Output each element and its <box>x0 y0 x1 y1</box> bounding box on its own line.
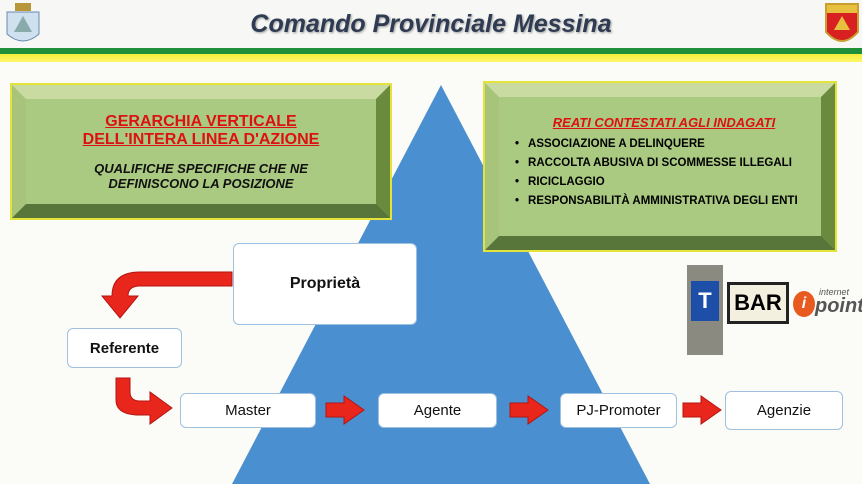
internet-point-icon: i <box>793 291 815 317</box>
left-title-1: GERARCHIA VERTICALE <box>105 113 297 130</box>
arrow-referente-master <box>115 377 173 425</box>
crimes-list: ASSOCIAZIONE A DELINQUERE RACCOLTA ABUSI… <box>515 138 813 207</box>
pyramid <box>232 85 650 484</box>
node-proprieta: Proprietà <box>233 243 417 325</box>
tabacchi-sign: T <box>687 265 723 355</box>
crimes-title: REATI CONTESTATI AGLI INDAGATI <box>552 115 776 130</box>
yellow-divider <box>0 54 862 62</box>
node-agente: Agente <box>378 393 497 428</box>
left-subtitle-2: DEFINISCONO LA POSIZIONE <box>108 176 294 191</box>
node-referente: Referente <box>67 328 182 368</box>
crest-icon <box>6 3 40 42</box>
node-pj-promoter: PJ-Promoter <box>560 393 677 428</box>
left-title-2: DELL'INTERA LINEA D'AZIONE <box>82 131 320 148</box>
page-title: Comando Provinciale Messina <box>250 10 612 38</box>
hierarchy-info-box: GERARCHIA VERTICALE DELL'INTERA LINEA D'… <box>10 83 392 220</box>
arrow-agente-promoter <box>509 395 549 425</box>
arrow-promoter-agenzie <box>682 395 722 425</box>
header <box>0 0 862 48</box>
venue-logos: T BAR i internet point <box>685 265 862 355</box>
node-agenzie: Agenzie <box>725 391 843 430</box>
crime-item: ASSOCIAZIONE A DELINQUERE <box>515 138 813 150</box>
crime-item: RICICLAGGIO <box>515 176 813 188</box>
node-master: Master <box>180 393 316 428</box>
bar-sign: BAR <box>727 282 789 324</box>
tabacchi-logo: T <box>691 281 719 321</box>
internet-label: internet <box>819 287 850 297</box>
arrow-proprieta-referente <box>100 271 233 319</box>
shield-icon <box>825 3 859 42</box>
left-subtitle-1: QUALIFICHE SPECIFICHE CHE NE <box>94 161 308 176</box>
green-divider <box>0 48 862 54</box>
crime-item: RACCOLTA ABUSIVA DI SCOMMESSE ILLEGALI <box>515 157 813 169</box>
crime-item: RESPONSABILITÀ AMMINISTRATIVA DEGLI ENTI <box>515 195 813 207</box>
point-label: point <box>815 295 862 317</box>
crimes-box: REATI CONTESTATI AGLI INDAGATI ASSOCIAZI… <box>483 81 837 252</box>
arrow-master-agente <box>325 395 365 425</box>
